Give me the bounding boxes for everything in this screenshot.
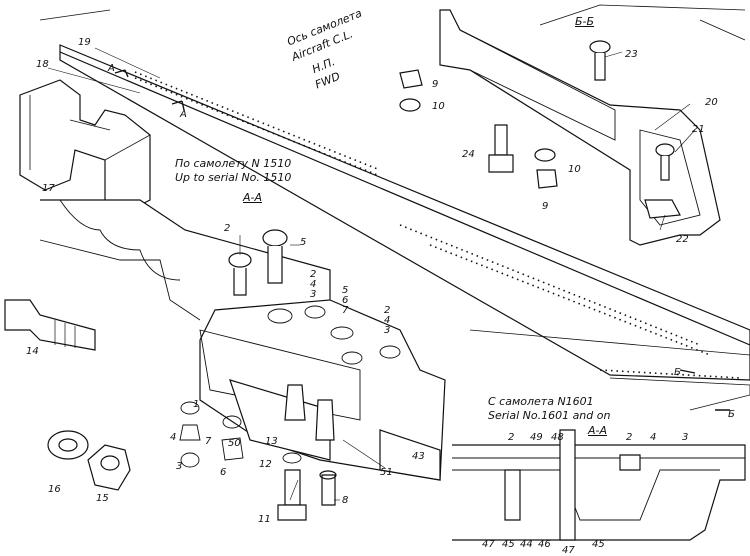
callout-lower: 47 <box>562 545 575 556</box>
callout-lower: 45 <box>592 539 605 550</box>
callout-43: 43 <box>412 451 425 462</box>
callout-stack: 3 <box>310 289 317 300</box>
callout-lower: 3 <box>682 432 689 443</box>
callout-5: 5 <box>300 237 307 248</box>
surface-washers <box>267 305 401 365</box>
callout-lower: 4 <box>650 432 657 443</box>
washer-12 <box>282 452 302 464</box>
callout-20: 20 <box>705 97 718 108</box>
callout-1: 1 <box>193 399 200 410</box>
clip-22 <box>644 199 681 219</box>
callout-lower: 44 <box>520 539 533 550</box>
cut-marks <box>114 69 730 411</box>
cut-mark-label: А <box>108 63 115 74</box>
cut-mark-label: Б <box>674 367 681 378</box>
end-fitting-17 <box>19 79 151 216</box>
nut-51 <box>315 399 335 441</box>
callout-2: 2 <box>224 223 231 234</box>
callout-3: 3 <box>176 461 183 472</box>
nut-9-upper <box>399 69 423 112</box>
nut-13 <box>284 384 306 421</box>
callout-17: 17 <box>42 183 55 194</box>
callout-51: 51 <box>380 467 393 478</box>
from-label-ru: С самолета N1601 <box>488 395 594 408</box>
callout-lower: 47 <box>482 539 495 550</box>
callout-16: 16 <box>48 484 61 495</box>
section-aa-lower <box>452 429 746 541</box>
callout-50: 50 <box>228 438 241 449</box>
stack-middle <box>221 415 244 461</box>
screw-23 <box>589 40 611 81</box>
callout-12: 12 <box>259 459 272 470</box>
from-label-en: Serial No.1601 and on <box>488 409 611 422</box>
upto-label-ru: По самолету N 1510 <box>175 157 292 170</box>
cut-mark-label: А <box>180 109 187 120</box>
callout-lower: 45 <box>502 539 515 550</box>
callout-13: 13 <box>265 436 278 447</box>
callout-9: 9 <box>542 201 549 212</box>
bolt-14 <box>4 299 96 351</box>
callout-4: 4 <box>170 432 177 443</box>
upto-label-en: Up to serial No. 1510 <box>175 171 292 184</box>
callout-lower: 2 <box>508 432 515 443</box>
callout-8: 8 <box>342 495 349 506</box>
screw-5 <box>262 229 288 284</box>
callout-23: 23 <box>625 49 638 60</box>
callout-stack: 2 <box>310 269 317 280</box>
leader-lines <box>47 47 696 501</box>
section-bb <box>439 4 746 246</box>
callout-stack: 7 <box>342 305 349 316</box>
section-title-aa: А-А <box>243 191 263 204</box>
callout-22: 22 <box>676 234 689 245</box>
callout-7: 7 <box>205 436 212 447</box>
callout-10: 10 <box>568 164 581 175</box>
bolt-11 <box>277 469 307 521</box>
callout-10: 10 <box>432 101 445 112</box>
callout-stack: 6 <box>342 295 349 306</box>
callout-stack: 4 <box>384 315 391 326</box>
callout-19: 19 <box>78 37 91 48</box>
callout-lower: 49 <box>530 432 543 443</box>
floor-track <box>39 9 750 411</box>
stack-left <box>179 401 201 468</box>
callout-11: 11 <box>258 514 271 525</box>
callout-6: 6 <box>220 467 227 478</box>
callout-24: 24 <box>462 149 475 160</box>
screw-21 <box>655 143 675 181</box>
callout-stack: 3 <box>384 325 391 336</box>
callout-lower: 2 <box>626 432 633 443</box>
callout-18: 18 <box>36 59 49 70</box>
callout-15: 15 <box>96 493 109 504</box>
callout-lower: 48 <box>551 432 564 443</box>
bolt-8 <box>319 470 337 506</box>
callout-stack: 4 <box>310 279 317 290</box>
callout-stack: 2 <box>384 305 391 316</box>
cut-mark-label: Б <box>728 409 735 420</box>
washer-16 <box>47 430 89 460</box>
callout-lower: 46 <box>538 539 551 550</box>
bolt-24 <box>488 124 514 173</box>
callout-21: 21 <box>692 124 705 135</box>
callout-9: 9 <box>432 79 439 90</box>
rivet-rows <box>134 71 741 379</box>
nut-15 <box>87 444 131 491</box>
callout-stack: 5 <box>342 285 349 296</box>
callout-14: 14 <box>26 346 39 357</box>
section-title-aa-lower: А-А <box>588 424 608 437</box>
nut-9-lower <box>534 148 558 189</box>
section-title-bb: Б-Б <box>575 15 595 28</box>
